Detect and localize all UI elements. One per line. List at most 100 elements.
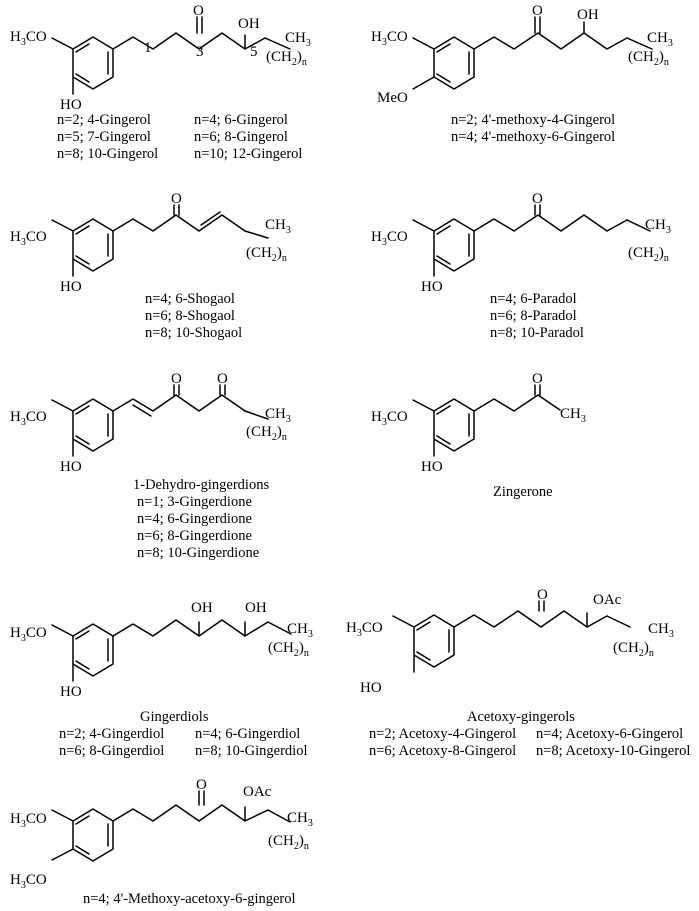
ketone-oxygen-label: O (532, 371, 543, 387)
tail-methylene-label: (CH2​)n (628, 49, 669, 68)
bonds-methoxy-gingerol (412, 16, 653, 90)
caption-line: n=4; 6-Shogaol (145, 291, 235, 307)
ring-substituent-bottom: MeO (377, 90, 408, 106)
hydroxyl-label: OH (191, 600, 213, 616)
caption-line: n=10; 12-Gingerol (194, 146, 302, 162)
ring-dehydro-gingerdione (72, 398, 114, 452)
ketone-oxygen-label: O (193, 3, 204, 19)
molecule-methoxy-gingerol: H3​CO MeO O OH CH3​ (CH2​)n n=2; 4'-meth… (371, 3, 673, 145)
hydroxyl-label: OH (245, 600, 267, 616)
tail-methyl-label: CH3​ (287, 621, 313, 640)
ring-substituent-top: H3​CO (10, 625, 47, 644)
caption-title: Gingerdiols (140, 709, 209, 725)
bonds-zingerone (412, 384, 561, 457)
ring-methoxy-acetoxy-gingerol (72, 808, 114, 862)
tail-methylene-label: (CH2​)n (268, 640, 309, 659)
caption-line: n=4; Acetoxy-6-Gingerol (536, 726, 683, 742)
caption-line: n=5; 7-Gingerol (57, 129, 151, 145)
caption-line: n=8; 10-Shogaol (145, 325, 242, 341)
ketone-oxygen-label: O (217, 371, 228, 387)
ring-shogaol (72, 218, 114, 272)
caption-title: Acetoxy-gingerols (467, 709, 575, 725)
ring-substituent-bottom: HO (60, 684, 82, 700)
caption-line: Zingerone (493, 484, 553, 500)
hydroxyl-label: OH (577, 7, 599, 23)
caption-zingerone: Zingerone (493, 484, 553, 500)
bonds-dehydro-gingerdione (51, 384, 269, 457)
molecule-methoxy-acetoxy-gingerol: H3​CO H3​CO O OAc CH3​ (CH2​)n n=4; 4'-M… (10, 777, 313, 907)
caption-acetoxy-gingerol: Acetoxy-gingerols n=2; Acetoxy-4-Gingero… (369, 709, 690, 759)
caption-line: n=8; 10-Gingerdione (137, 545, 259, 561)
ring-substituent-top: H3​CO (371, 229, 408, 248)
caption-dehydro-gingerdione: 1-Dehydro-gingerdions n=1; 3-Gingerdione… (133, 477, 269, 561)
ring-paradol (433, 218, 475, 272)
caption-line: n=1; 3-Gingerdione (137, 494, 252, 510)
tail-methyl-label: CH3​ (560, 406, 586, 425)
tail-methyl-label: CH3​ (265, 406, 291, 425)
caption-line: n=8; Acetoxy-10-Gingerol (536, 743, 690, 759)
caption-line: n=8; 10-Gingerdiol (195, 743, 307, 759)
caption-paradol: n=4; 6-Paradol n=6; 8-Paradol n=8; 10-Pa… (490, 291, 584, 341)
caption-line: n=6; Acetoxy-8-Gingerol (369, 743, 516, 759)
bonds-shogaol (51, 204, 269, 277)
ring-gingerdiol (72, 623, 114, 677)
caption-methoxy-gingerol: n=2; 4'-methoxy-4-Gingerol n=4; 4'-metho… (451, 112, 615, 145)
ring-zingerone (433, 398, 475, 452)
ring-substituent-bottom: HO (60, 279, 82, 295)
ketone-oxygen-label: O (171, 191, 182, 207)
caption-line: n=6; 8-Gingerdione (137, 528, 252, 544)
locant-5: 5 (250, 44, 258, 60)
caption-line: n=6; 8-Shogaol (145, 308, 235, 324)
caption-line: n=4; 6-Gingerdiol (195, 726, 300, 742)
caption-line: n=2; 4'-methoxy-4-Gingerol (451, 112, 615, 128)
ring-substituent-bottom: HO (421, 459, 443, 475)
tail-methylene-label: (CH2​)n (246, 424, 287, 443)
molecule-paradol: H3​CO HO O CH3​ (CH2​)n n=4; 6-Paradol n… (371, 191, 671, 341)
ring-acetoxy-gingerol (413, 614, 455, 668)
caption-line: n=8; 10-Paradol (490, 325, 584, 341)
molecule-shogaol: H3​CO HO O CH3​ (CH2​)n n=4; 6-Shogaol n… (10, 191, 291, 341)
ring-substituent-top: H3​CO (371, 29, 408, 48)
caption-gingerdiol: Gingerdiols n=2; 4-Gingerdiol n=6; 8-Gin… (59, 709, 307, 759)
molecule-zingerone: H3​CO HO O CH3​ Zingerone (371, 371, 586, 500)
ring-substituent-bottom: HO (360, 680, 382, 696)
tail-methyl-label: CH3​ (265, 217, 291, 236)
caption-line: n=4; 4'-Methoxy-acetoxy-6-gingerol (83, 891, 296, 907)
molecule-gingerdiol: H3​CO HO OH OH CH3​ (CH2​)n Gingerdiols … (10, 600, 313, 759)
caption-line: n=4; 4'-methoxy-6-Gingerol (451, 129, 615, 145)
caption-line: n=2; Acetoxy-4-Gingerol (369, 726, 516, 742)
ring-substituent-top: H3​CO (10, 811, 47, 830)
caption-methoxy-acetoxy-gingerol: n=4; 4'-Methoxy-acetoxy-6-gingerol (83, 891, 296, 907)
caption-line: n=4; 6-Gingerdione (137, 511, 252, 527)
ring-substituent-top: H3​CO (346, 620, 383, 639)
caption-line: n=6; 8-Gingerol (194, 129, 288, 145)
tail-methylene-label: (CH2​)n (628, 245, 669, 264)
bonds-methoxy-acetoxy-gingerol (51, 790, 291, 861)
caption-line: 1-Dehydro-gingerdions (133, 477, 269, 493)
ring-substituent-bottom: HO (421, 279, 443, 295)
tail-methylene-label: (CH2​)n (266, 49, 307, 68)
ketone-oxygen-label: O (537, 587, 548, 603)
tail-methyl-label: CH3​ (647, 30, 673, 49)
bonds-paradol (412, 204, 651, 277)
bonds-gingerdiol (51, 619, 292, 682)
molecule-acetoxy-gingerol: H3​CO HO O OAc CH3​ (CH2​)n Acetoxy-ging… (346, 587, 690, 759)
molecule-gingerol: H3​CO HO O OH CH3​ (CH2​)n 1 3 5 n=2; 4-… (10, 3, 311, 162)
bonds-gingerol (51, 16, 291, 95)
caption-line: n=4; 6-Paradol (490, 291, 577, 307)
bonds-acetoxy-gingerol (392, 600, 631, 673)
ketone-oxygen-label: O (196, 777, 207, 793)
caption-line: n=8; 10-Gingerol (57, 146, 158, 162)
caption-line: n=6; 8-Gingerdiol (59, 743, 164, 759)
ring-substituent-bottom: H3​CO (10, 872, 47, 891)
tail-methyl-label: CH3​ (645, 217, 671, 236)
ring-methoxy-gingerol (433, 36, 475, 90)
tail-methylene-label: (CH2​)n (268, 833, 309, 852)
tail-methyl-label: CH3​ (285, 30, 311, 49)
ketone-oxygen-label: O (532, 191, 543, 207)
ring-substituent-bottom: HO (60, 459, 82, 475)
ring-substituent-top: H3​CO (371, 409, 408, 428)
locant-1: 1 (144, 40, 152, 56)
ring-substituent-top: H3​CO (10, 229, 47, 248)
